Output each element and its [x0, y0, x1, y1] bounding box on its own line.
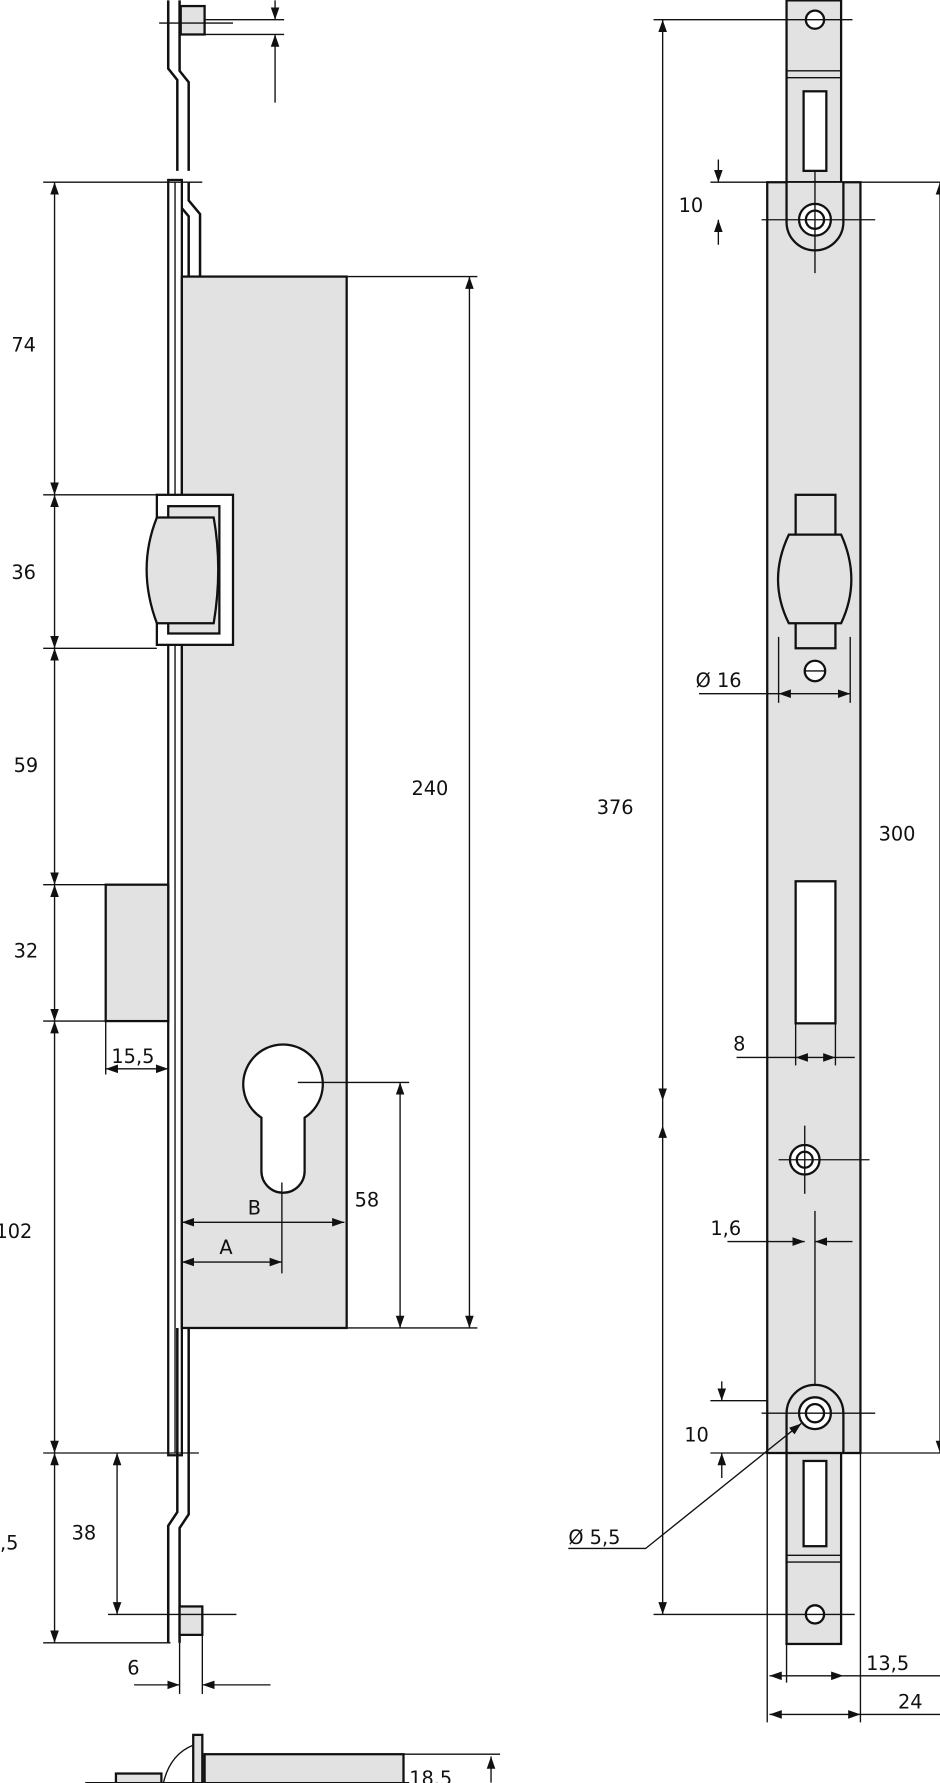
dim-240: 240 — [411, 777, 448, 800]
deadbolt-slot — [794, 880, 837, 1025]
latch-bolt — [145, 516, 220, 625]
label-a: A — [219, 1236, 233, 1259]
lower-rod-pin — [178, 1605, 204, 1636]
latch-side — [776, 533, 853, 625]
deadbolt — [104, 883, 170, 1023]
dim-10-bottom: 10 — [684, 1424, 709, 1447]
cylinder-cutout — [242, 1043, 324, 1194]
dim-376: 376 — [597, 796, 634, 819]
upper-rod-pin — [179, 4, 206, 36]
dim-1-6: 1,6 — [710, 1217, 741, 1240]
dim-59: 59 — [14, 754, 39, 777]
dim-10-top: 10 — [679, 194, 704, 217]
faceplate-side — [766, 181, 862, 1455]
dim-74: 74 — [11, 334, 36, 357]
dim-300: 300 — [879, 822, 916, 845]
label-b: B — [248, 1196, 261, 1219]
dim-15-5: 15,5 — [111, 1045, 154, 1068]
dim-partial: ,5 — [0, 1532, 18, 1555]
dim-36: 36 — [11, 561, 36, 584]
dim-dia-16: Ø 16 — [696, 669, 742, 692]
dim-6: 6 — [127, 1657, 139, 1680]
dim-102: 102 — [0, 1220, 32, 1243]
dim-32: 32 — [14, 939, 39, 962]
front-view: 74 36 59 32 102 ,5 38 240 58 15,5 6 B A — [0, 0, 478, 1694]
dim-58: 58 — [355, 1188, 380, 1211]
side-view: 376 300 10 10 Ø 16 8 1,6 Ø 5,5 13,5 24 — [568, 0, 940, 1723]
dim-dia-5-5: Ø 5,5 — [568, 1526, 620, 1549]
dim-38: 38 — [72, 1521, 97, 1544]
bottom-view: 18,5 — [85, 1733, 501, 1783]
dim-8: 8 — [733, 1033, 745, 1056]
dim-13-5: 13,5 — [866, 1652, 909, 1675]
dim-24: 24 — [898, 1691, 923, 1714]
dim-18-5: 18,5 — [409, 1767, 452, 1783]
lower-rod — [166, 1327, 190, 1643]
